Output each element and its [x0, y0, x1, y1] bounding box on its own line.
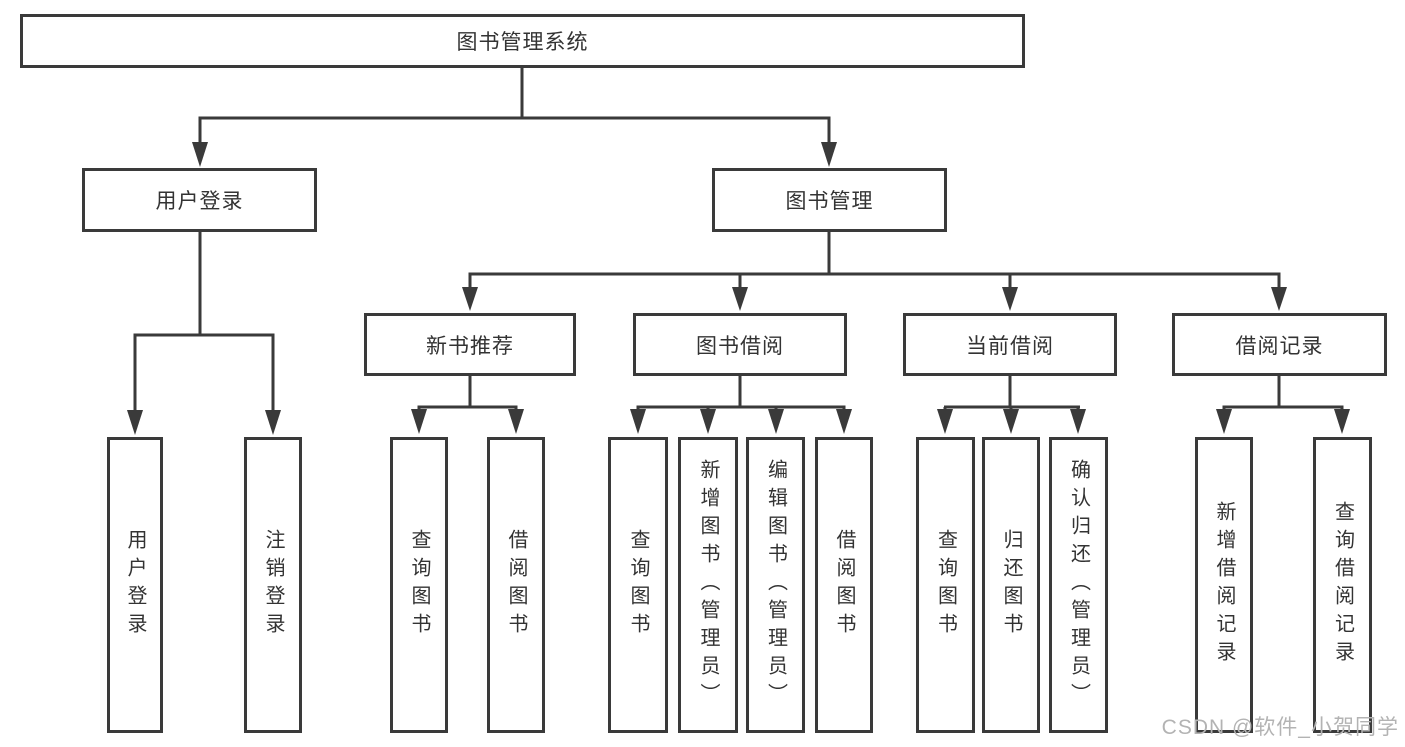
edge-current-borrowing-to-leaves — [943, 375, 1080, 412]
leaf-user-login: 用户登录 — [107, 437, 163, 733]
node-borrowing-records-label: 借阅记录 — [1235, 334, 1324, 358]
edge-book-management-to-level3 — [468, 231, 1281, 290]
leaf-add-borrow-record: 新增借阅记录 — [1195, 437, 1253, 733]
leaf-query-books-borrowing-label: 查询图书 — [627, 529, 649, 641]
leaf-query-books-borrowing: 查询图书 — [608, 437, 668, 733]
leaf-edit-books-admin: 编辑图书（管理员） — [746, 437, 805, 733]
leaf-query-borrow-record-label: 查询借阅记录 — [1331, 501, 1354, 669]
leaf-query-borrow-record: 查询借阅记录 — [1313, 437, 1372, 733]
leaf-query-books-current: 查询图书 — [916, 437, 975, 733]
node-book-management-label: 图书管理 — [785, 190, 874, 213]
edge-book-borrowing-to-leaves — [636, 375, 846, 412]
leaf-logout: 注销登录 — [244, 437, 302, 733]
node-book-management: 图书管理 — [712, 168, 947, 232]
leaf-edit-books-admin-label: 编辑图书（管理员） — [764, 459, 787, 711]
watermark: CSDN @软件_小贺同学 — [1161, 716, 1399, 739]
arrowheads — [127, 142, 1350, 435]
leaf-confirm-return-admin-label: 确认归还（管理员） — [1067, 459, 1090, 711]
edge-user-login-to-leaves — [133, 231, 275, 413]
node-current-borrowing-label: 当前借阅 — [966, 334, 1054, 358]
leaf-query-books-current-label: 查询图书 — [934, 529, 957, 641]
leaf-query-books-recommend-label: 查询图书 — [408, 529, 430, 641]
leaf-borrow-books-recommend: 借阅图书 — [487, 437, 545, 733]
leaf-return-books-label: 归还图书 — [1000, 529, 1022, 641]
edge-new-book-recommend-to-leaves — [417, 375, 518, 412]
leaf-borrow-books-borrowing: 借阅图书 — [815, 437, 873, 733]
leaf-add-books-admin-label: 新增图书（管理员） — [697, 459, 719, 711]
node-user-login-label: 用户登录 — [155, 190, 244, 213]
edge-root-to-level2 — [198, 67, 831, 146]
node-root: 图书管理系统 — [20, 14, 1025, 68]
node-new-book-recommend: 新书推荐 — [364, 313, 576, 376]
leaf-add-books-admin: 新增图书（管理员） — [678, 437, 738, 733]
leaf-logout-label: 注销登录 — [262, 529, 284, 641]
edge-borrowing-records-to-leaves — [1222, 375, 1344, 412]
node-borrowing-records: 借阅记录 — [1172, 313, 1387, 376]
leaf-borrow-books-recommend-label: 借阅图书 — [505, 529, 527, 641]
node-root-label: 图书管理系统 — [456, 31, 589, 54]
leaf-confirm-return-admin: 确认归还（管理员） — [1049, 437, 1108, 733]
node-book-borrowing: 图书借阅 — [633, 313, 847, 376]
node-new-book-recommend-label: 新书推荐 — [426, 334, 514, 358]
leaf-user-login-label: 用户登录 — [124, 529, 146, 641]
leaf-query-books-recommend: 查询图书 — [390, 437, 448, 733]
node-book-borrowing-label: 图书借阅 — [696, 334, 784, 358]
leaf-return-books: 归还图书 — [982, 437, 1040, 733]
leaf-add-borrow-record-label: 新增借阅记录 — [1213, 501, 1235, 669]
node-current-borrowing: 当前借阅 — [903, 313, 1117, 376]
node-user-login: 用户登录 — [82, 168, 317, 232]
leaf-borrow-books-borrowing-label: 借阅图书 — [833, 529, 855, 641]
